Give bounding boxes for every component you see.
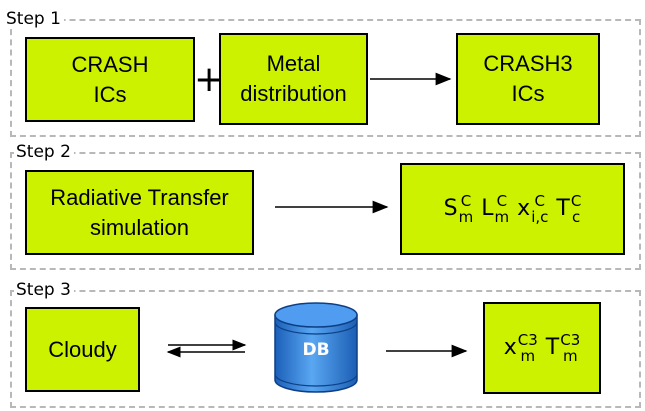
step-3-label: Step 3 [14,280,74,300]
metal-distribution-text: Metal distribution [240,51,347,106]
formula-superscript: C [570,192,582,210]
metal-distribution-box: Metal distribution [219,33,368,125]
formula-symbol: T [556,196,570,221]
crash-ics-box: CRASH ICs [25,37,195,122]
step-1-frame [10,19,641,137]
formula-symbol: x [517,196,531,221]
cloudy-box: Cloudy [25,307,140,392]
radiative-transfer-text: Radiative Transfer simulation [50,184,229,240]
step-3-frame [10,290,641,408]
formula-superscript: C3 [560,331,581,349]
radiative-transfer-box: Radiative Transfer simulation [25,170,254,255]
formula-subscript: i,c [531,208,549,226]
formula-symbol: S [443,196,458,221]
formula-symbol: L [481,196,494,221]
crash3-ics-box: CRASH3 ICs [456,33,600,125]
formula-subscript: m [458,208,474,226]
db-label: DB [302,340,330,360]
formula-superscript: C [460,192,472,210]
step-2-frame [10,152,641,270]
formula-subscript: m [494,208,510,226]
formula-subscript: m [520,347,536,365]
formula-subscript: m [562,347,578,365]
formula-superscript: C [534,192,546,210]
step-1-label: Step 1 [4,9,64,29]
formula-superscript: C [496,192,508,210]
cloudy-text: Cloudy [48,336,117,362]
crash-ics-text: CRASH ICs [71,51,149,107]
database-cylinder-icon [274,302,358,393]
crash3-ics-text: CRASH3 ICs [483,51,573,106]
formula-symbol: x [503,335,517,360]
formula-superscript: C3 [517,331,538,349]
formula-symbol: T [545,335,560,360]
formula-subscript: c [571,208,581,226]
step-2-label: Step 2 [14,142,74,162]
